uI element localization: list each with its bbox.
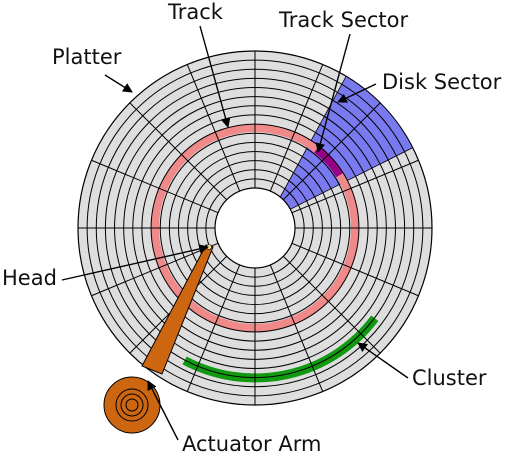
sector-line bbox=[291, 159, 419, 214]
sector-line bbox=[91, 159, 219, 214]
cluster-label: Cluster bbox=[412, 366, 487, 390]
sector-line bbox=[269, 264, 324, 392]
head-leader bbox=[61, 244, 209, 281]
actuator-arm bbox=[103, 244, 214, 434]
actuator-arm-label: Actuator Arm bbox=[182, 432, 321, 456]
sector-line bbox=[186, 264, 241, 392]
sector-line bbox=[269, 64, 324, 192]
track-sector-label: Track Sector bbox=[278, 8, 409, 32]
track-label: Track bbox=[167, 0, 224, 24]
disk-sector-label: Disk Sector bbox=[382, 70, 502, 94]
actuator-arm-leader bbox=[147, 380, 179, 441]
sector-line bbox=[129, 102, 228, 201]
platter-leader bbox=[104, 74, 133, 93]
leader-lines bbox=[61, 25, 409, 441]
track-sector-leader bbox=[315, 33, 351, 153]
spindle-hole bbox=[214, 187, 296, 269]
track-sector bbox=[314, 146, 344, 178]
sector-line bbox=[291, 242, 419, 297]
sector-line bbox=[186, 64, 241, 192]
head-label: Head bbox=[2, 266, 57, 290]
sector-line bbox=[282, 102, 381, 201]
cluster-leader bbox=[357, 342, 409, 379]
platter-label: Platter bbox=[52, 45, 122, 69]
sector-line bbox=[91, 242, 219, 297]
disk-sector-leader bbox=[337, 83, 377, 103]
sector-line bbox=[282, 255, 381, 354]
track-leader bbox=[199, 25, 231, 128]
